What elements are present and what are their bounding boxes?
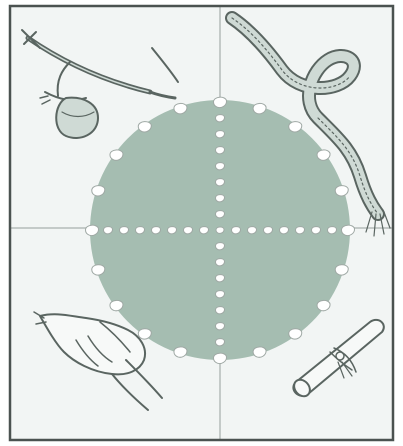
ring-stone xyxy=(110,150,123,160)
ring-stone xyxy=(138,329,151,339)
ring-stone xyxy=(174,347,187,357)
ring-stone xyxy=(92,186,105,196)
cross-stone xyxy=(216,243,225,250)
cross-stone xyxy=(264,227,273,234)
cross-stone xyxy=(232,227,241,234)
ring-stone xyxy=(214,97,227,107)
ring-stone xyxy=(253,103,266,113)
cross-stone xyxy=(296,227,305,234)
ring-stone xyxy=(92,265,105,275)
ring-stone xyxy=(335,186,348,196)
cross-stone xyxy=(216,179,225,186)
cross-stone xyxy=(248,227,257,234)
cross-stone xyxy=(200,227,209,234)
ring-stone xyxy=(214,353,227,363)
cross-stone xyxy=(216,163,225,170)
center-stone xyxy=(216,227,224,233)
cross-stone xyxy=(216,291,225,298)
cross-stone xyxy=(152,227,161,234)
cross-stone xyxy=(216,275,225,282)
ring-stone xyxy=(289,122,302,132)
cross-stone xyxy=(312,227,321,234)
cross-stone xyxy=(168,227,177,234)
ring-stone xyxy=(138,122,151,132)
cross-stone xyxy=(328,227,337,234)
ring-stone xyxy=(317,300,330,310)
cross-stone xyxy=(280,227,289,234)
ring-stone xyxy=(317,150,330,160)
cross-stone xyxy=(216,211,225,218)
cross-stone xyxy=(216,259,225,266)
cross-stone xyxy=(136,227,145,234)
cross-stone xyxy=(120,227,129,234)
cross-stone xyxy=(216,323,225,330)
ring-stone xyxy=(174,103,187,113)
cross-stone xyxy=(216,339,225,346)
ring-stone xyxy=(253,347,266,357)
ring-stone xyxy=(289,329,302,339)
cross-stone xyxy=(216,147,225,154)
ring-stone xyxy=(86,225,99,235)
ring-stone xyxy=(110,300,123,310)
cross-stone xyxy=(216,307,225,314)
cross-stone xyxy=(184,227,193,234)
cross-stone xyxy=(104,227,113,234)
cross-stone xyxy=(216,115,225,122)
ring-stone xyxy=(335,265,348,275)
cross-stone xyxy=(216,195,225,202)
cross-stone xyxy=(216,131,225,138)
ring-stone xyxy=(342,225,355,235)
